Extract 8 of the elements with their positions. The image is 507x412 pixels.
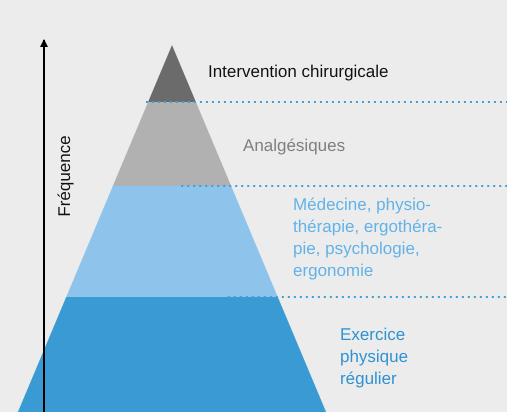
layer-label: Médecine, physio- thérapie, ergothéra- pie, psychologie, ergonomie xyxy=(293,194,443,282)
layer-label: Analgésiques xyxy=(243,135,346,157)
pyramid-layer xyxy=(112,102,232,186)
pyramid-layer xyxy=(18,297,326,412)
pyramid-layer xyxy=(148,45,196,102)
axis-label: Fréquence xyxy=(54,134,75,219)
layer-label: Intervention chirurgicale xyxy=(208,61,390,83)
layer-label: Exercice physique régulier xyxy=(340,324,410,390)
